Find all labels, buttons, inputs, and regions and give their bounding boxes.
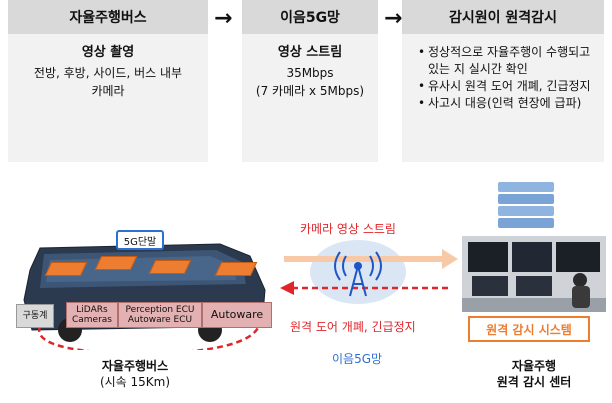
- step-title: 자율주행버스: [8, 0, 208, 34]
- center-name-line2: 원격 감시 센터: [496, 375, 572, 389]
- step-subtitle: 영상 스트림: [277, 45, 343, 60]
- flow-arrow-icon: →: [384, 6, 403, 31]
- bus-caption: 자율주행버스 (시속 15Km): [60, 358, 210, 390]
- step-title: 감시원이 원격감시: [402, 0, 604, 34]
- server-stack-icon: [498, 182, 554, 228]
- chip-drivetrain: 구동계: [16, 304, 54, 328]
- downstream-label: 원격 도어 개폐, 긴급정지: [290, 320, 416, 334]
- center-name-line1: 자율주행: [511, 359, 557, 373]
- monitor-item: 정상적으로 자율주행이 수행되고 있는 지 실시간 확인: [418, 44, 604, 78]
- chip-ecu: Perception ECU Autoware ECU: [118, 302, 202, 328]
- chip-label: Perception ECU Autoware ECU: [125, 305, 195, 325]
- 5g-terminal-badge: 5G단말: [116, 230, 164, 250]
- system-label-text: 원격 감시 시스템: [486, 322, 572, 337]
- control-room-photo: [462, 236, 606, 312]
- chip-sensors: LiDARs Cameras: [66, 302, 118, 328]
- step-line: 전방, 후방, 사이드, 버스 내부: [33, 66, 183, 80]
- chip-label: Autoware: [210, 308, 264, 321]
- monitor-item: 유사시 원격 도어 개폐, 긴급정지: [418, 78, 604, 95]
- upstream-label: 카메라 영상 스트림: [300, 222, 396, 236]
- monitor-item: 사고시 대응(인력 현장에 급파): [418, 95, 604, 112]
- step-line: (7 카메라 x 5Mbps): [255, 84, 365, 98]
- badge-label: 5G단말: [123, 236, 157, 248]
- sensor-tag: [148, 260, 192, 274]
- step-subtitle: 영상 촬영: [81, 45, 135, 60]
- sensor-tag: [94, 256, 138, 270]
- chip-autoware: Autoware: [202, 302, 272, 328]
- wireless-link: [280, 240, 458, 304]
- monitoring-system-label: 원격 감시 시스템: [468, 316, 590, 342]
- sensor-tag: [44, 262, 88, 276]
- bus-speed: (시속 15Km): [99, 375, 171, 389]
- step-title: 이음5G망: [242, 0, 378, 34]
- step-box-bus: 자율주행버스 영상 촬영 전방, 후방, 사이드, 버스 내부 카메라: [8, 0, 208, 162]
- network-label: 이음5G망: [332, 352, 383, 366]
- sensor-tag: [214, 262, 258, 276]
- step-line: 35Mbps: [286, 66, 334, 80]
- bus-name: 자율주행버스: [101, 359, 169, 373]
- chip-label: 구동계: [22, 311, 48, 321]
- step-box-network: 이음5G망 영상 스트림 35Mbps (7 카메라 x 5Mbps): [242, 0, 378, 162]
- chip-label: LiDARs Cameras: [71, 305, 112, 325]
- center-caption: 자율주행 원격 감시 센터: [462, 358, 606, 390]
- step-line: 카메라: [91, 84, 125, 98]
- flow-arrow-icon: →: [214, 6, 233, 31]
- step-box-monitor: 감시원이 원격감시 정상적으로 자율주행이 수행되고 있는 지 실시간 확인 유…: [402, 0, 604, 162]
